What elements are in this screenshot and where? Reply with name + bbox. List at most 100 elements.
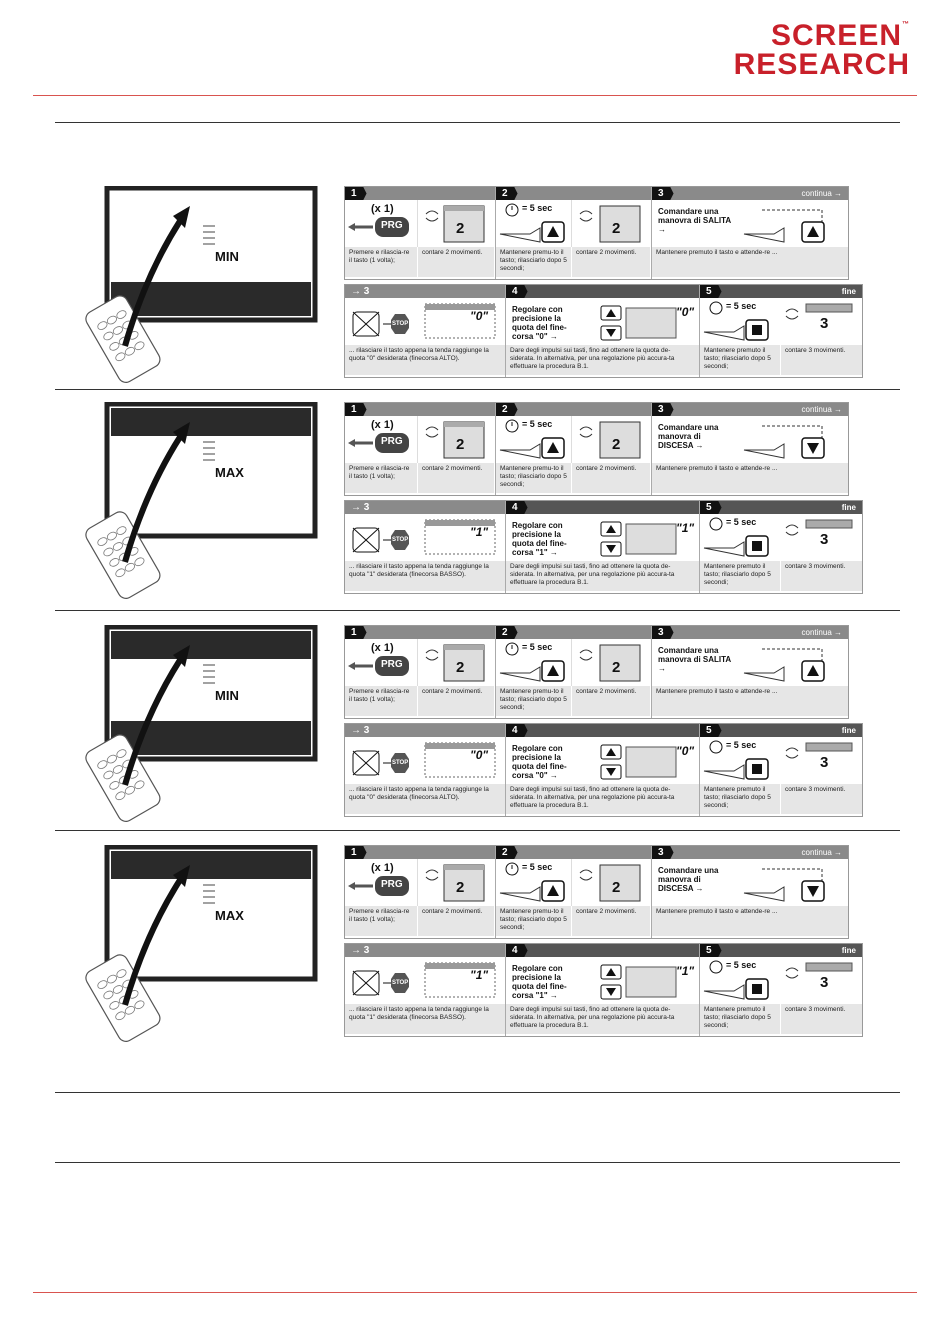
step-2-header: 2	[496, 187, 651, 200]
svg-text:MAX: MAX	[215, 465, 244, 480]
cap-contare2: contare 2 movimenti.	[572, 247, 650, 277]
step-2-header: 2	[496, 403, 651, 416]
cap-rilasciare: ... rilasciare il tasto appena la tenda …	[345, 345, 505, 375]
svg-text:MAX: MAX	[215, 908, 244, 923]
step-1-panel: 1 (x 1) PRG 2 Premere e rilascia-re il t…	[345, 187, 496, 279]
five-sec-label: = 5 sec	[522, 203, 553, 213]
prg-cell: (x 1) PRG	[345, 639, 418, 686]
step-4-panel: 4 Regolare con precisione la quota del f…	[506, 724, 700, 816]
cap-contare3: contare 3 movimenti.	[781, 561, 862, 591]
x1-label: (x 1)	[371, 203, 394, 215]
arrow3-header: → 3	[345, 285, 505, 298]
step-2-panel: 2 = 5 sec 2 Mantenere premu-to il tasto;…	[496, 846, 652, 938]
regolare-instruction: Regolare con precisione la quota del fin…	[512, 305, 567, 341]
cap-contare3: contare 3 movimenti.	[781, 345, 862, 375]
continua-label: continua →	[801, 189, 842, 198]
cap-mantenere5: Mantenere premu-to il tasto; rilasciarlo…	[496, 247, 571, 277]
arrow3-header: → 3	[345, 944, 505, 957]
svg-text:MIN: MIN	[215, 688, 239, 703]
step-4-header: 4	[506, 501, 699, 514]
cap-dare: Dare degli impulsi sui tasti, fino ad ot…	[506, 1004, 699, 1034]
regolare-instruction: Regolare con precisione la quota del fin…	[512, 521, 567, 557]
cap-mantenere-attendere: Mantenere premuto il tasto e attende-re …	[652, 686, 848, 716]
cap-premere: Premere e rilascia-re il tasto (1 volta)…	[345, 906, 417, 936]
count-2: 2	[456, 436, 465, 453]
count-2: 2	[612, 220, 621, 237]
quota-label: "0"	[470, 309, 489, 323]
screen-illustration: MIN	[75, 186, 345, 386]
cap-mantenere5: Mantenere premu-to il tasto; rilasciarlo…	[496, 906, 571, 936]
cap-mantenere-attendere: Mantenere premuto il tasto e attende-re …	[652, 247, 848, 277]
fine-label: fine	[841, 503, 856, 512]
count-3: 3	[820, 754, 829, 771]
section-rule-5	[55, 1162, 900, 1163]
section-rule-top	[55, 122, 900, 123]
cmd-instruction: Comandare una manovra di SALITA →	[658, 646, 731, 673]
step-2-header: 2	[496, 846, 651, 859]
count2-cell: 2	[418, 639, 493, 686]
step-arrow3-panel: → 3 STOP "1" ... rilasciare il tasto app…	[345, 944, 506, 1036]
cap-contare2: contare 2 movimenti.	[572, 686, 650, 716]
stop-label: STOP	[392, 760, 409, 766]
stop-label: STOP	[392, 980, 409, 986]
section-rule-1	[55, 389, 900, 390]
arrow3-label: → 3	[351, 725, 370, 736]
cap-premere: Premere e rilascia-re il tasto (1 volta)…	[345, 463, 417, 493]
cap-dare: Dare degli impulsi sui tasti, fino ad ot…	[506, 345, 699, 375]
cap-contare2: contare 2 movimenti.	[572, 906, 650, 936]
brand-line2: RESEARCH	[733, 47, 910, 81]
continua-label: continua →	[801, 628, 842, 637]
screen-illustration: MIN	[75, 625, 345, 825]
step-1-panel: 1 (x 1) PRG 2 Premere e rilascia-re il t…	[345, 626, 496, 718]
cap-mantenere5: Mantenere premu-to il tasto; rilasciarlo…	[496, 686, 571, 716]
step-arrow3-panel: → 3 STOP "1" ... rilasciare il tasto app…	[345, 501, 506, 593]
continua-label: continua →	[801, 405, 842, 414]
cap-mantenere-fine: Mantenere premuto il tasto; rilasciarlo …	[700, 784, 780, 814]
step-1-panel: 1 (x 1) PRG 2 Premere e rilascia-re il t…	[345, 403, 496, 495]
step-4-header: 4	[506, 724, 699, 737]
step-2-panel: 2 = 5 sec 2 Mantenere premu-to il tasto;…	[496, 187, 652, 279]
five-sec-label: = 5 sec	[522, 642, 553, 652]
cap-dare: Dare degli impulsi sui tasti, fino ad ot…	[506, 784, 699, 814]
header-rule	[33, 95, 917, 96]
prg-button: PRG	[381, 220, 403, 231]
quota-label: "1"	[470, 968, 489, 982]
cap-contare2: contare 2 movimenti.	[418, 686, 494, 716]
cap-rilasciare: ... rilasciare il tasto appena la tenda …	[345, 1004, 505, 1034]
x1-label: (x 1)	[371, 419, 394, 431]
cap-premere: Premere e rilascia-re il tasto (1 volta)…	[345, 686, 417, 716]
step-4-header: 4	[506, 285, 699, 298]
count-3: 3	[820, 315, 829, 332]
hold5-cell: = 5 sec	[496, 200, 572, 247]
regolare-instruction: Regolare con precisione la quota del fin…	[512, 744, 567, 780]
five-sec-label: = 5 sec	[726, 740, 757, 750]
x1-label: (x 1)	[371, 862, 394, 874]
step-1-panel: 1 (x 1) PRG 2 Premere e rilascia-re il t…	[345, 846, 496, 938]
cmd-instruction: Comandare una manovra di SALITA →	[658, 207, 731, 234]
brand-logo: SCREEN™ RESEARCH	[733, 19, 910, 81]
cap-rilasciare: ... rilasciare il tasto appena la tenda …	[345, 784, 505, 814]
brand-line1: SCREEN	[770, 19, 902, 52]
cap-mantenere-fine: Mantenere premuto il tasto; rilasciarlo …	[700, 1004, 780, 1034]
step-arrow3-panel: → 3 STOP "0" ... rilasciare il tasto app…	[345, 724, 506, 816]
section-rule-3	[55, 830, 900, 831]
count-2: 2	[456, 220, 465, 237]
arrow3-label: → 3	[351, 502, 370, 513]
continua-label: continua →	[801, 848, 842, 857]
step-4-header: 4	[506, 944, 699, 957]
quota-label: "0"	[676, 305, 695, 319]
count2-cell: 2	[418, 416, 493, 463]
cmd-instruction: Comandare una manovra di DISCESA →	[658, 866, 719, 893]
stop-label: STOP	[392, 537, 409, 543]
stop-label: STOP	[392, 321, 409, 327]
arrow3-header: → 3	[345, 724, 505, 737]
hold5-cell: = 5 sec	[496, 859, 572, 906]
screen-illustration: MAX	[75, 402, 345, 602]
cap-dare: Dare degli impulsi sui tasti, fino ad ot…	[506, 561, 699, 591]
